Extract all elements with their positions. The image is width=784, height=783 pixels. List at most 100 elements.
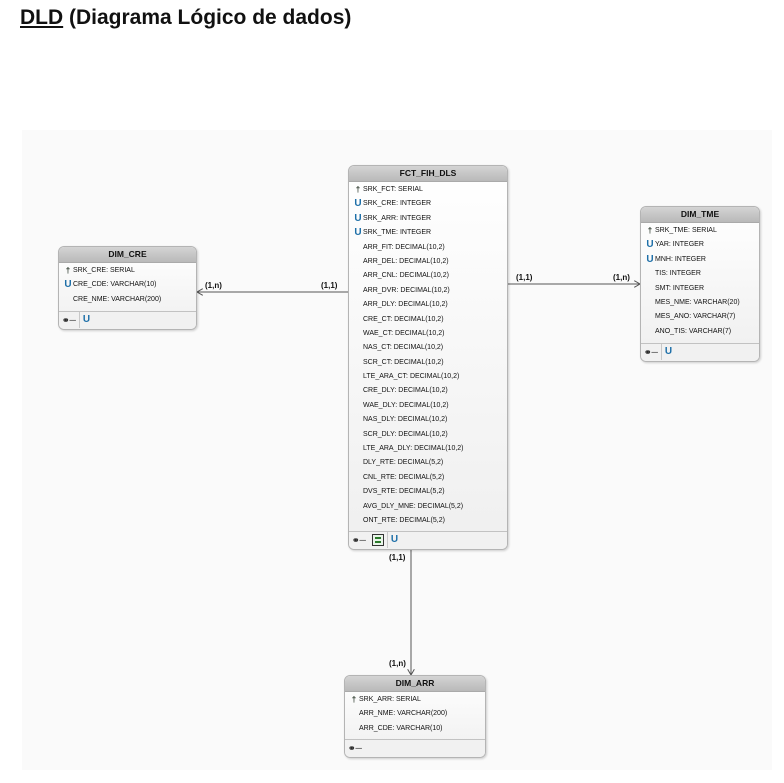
primary-key-icon: † [351, 695, 357, 704]
field-text: SRK_TME: SERIAL [655, 227, 717, 234]
field-row[interactable]: ARR_DEL: DECIMAL(10,2) [349, 255, 507, 269]
entity-dim-arr[interactable]: DIM_ARR †SRK_ARR: SERIAL ARR_NME: VARCHAR… [344, 675, 486, 758]
field-text: CRE_CT: DECIMAL(10,2) [363, 315, 444, 323]
field-row[interactable]: †SRK_FCT: SERIAL [349, 183, 507, 197]
field-row[interactable]: CRE_NME: VARCHAR(200) [59, 293, 196, 307]
field-text: SRK_CRE: SERIAL [73, 267, 135, 274]
field-text: DLY_RTE: DECIMAL(5,2) [363, 459, 444, 467]
field-row[interactable]: USRK_CRE: INTEGER [349, 197, 507, 211]
entity-name: DIM_CRE [59, 247, 196, 263]
field-row[interactable]: ARR_DLY: DECIMAL(10,2) [349, 298, 507, 312]
page-title: DLD (Diagrama Lógico de dados) [20, 6, 351, 30]
key-icon: ⚭─ [348, 743, 362, 753]
field-row[interactable]: ARR_NME: VARCHAR(200) [345, 707, 485, 721]
field-row[interactable]: ANO_TIS: VARCHAR(7) [641, 325, 759, 339]
foreign-key-icon: U [354, 198, 362, 210]
field-row[interactable]: WAE_CT: DECIMAL(10,2) [349, 327, 507, 341]
field-text: SRK_ARR: INTEGER [363, 214, 432, 222]
foreign-key-u-icon: U [660, 344, 675, 360]
entity-name: DIM_ARR [345, 676, 485, 692]
field-row[interactable]: DVS_RTE: DECIMAL(5,2) [349, 485, 507, 499]
field-row[interactable]: CRE_CT: DECIMAL(10,2) [349, 313, 507, 327]
entity-footer: ⚭─ U [349, 531, 507, 549]
field-row[interactable]: ARR_CDE: VARCHAR(10) [345, 722, 485, 736]
field-row[interactable]: UMNH: INTEGER [641, 253, 759, 267]
field-list: †SRK_ARR: SERIAL ARR_NME: VARCHAR(200) ARR… [345, 692, 485, 736]
field-row[interactable]: UCRE_CDE: VARCHAR(10) [59, 278, 196, 292]
field-row[interactable]: †SRK_ARR: SERIAL [345, 693, 485, 707]
entity-footer: ⚭─U [641, 343, 759, 361]
field-row[interactable]: MES_ANO: VARCHAR(7) [641, 310, 759, 324]
field-row[interactable]: ARR_CNL: DECIMAL(10,2) [349, 269, 507, 283]
field-text: ANO_TIS: VARCHAR(7) [655, 327, 732, 335]
field-row[interactable]: ONT_RTE: DECIMAL(5,2) [349, 514, 507, 528]
foreign-key-icon: U [646, 239, 654, 251]
field-row[interactable]: †SRK_CRE: SERIAL [59, 264, 196, 278]
field-text: YAR: INTEGER [655, 241, 704, 249]
field-text: WAE_CT: DECIMAL(10,2) [363, 329, 445, 337]
key-icon: ⚭─ [352, 535, 366, 545]
field-row[interactable]: TIS: INTEGER [641, 267, 759, 281]
index-icon [369, 532, 387, 548]
field-row[interactable]: UYAR: INTEGER [641, 238, 759, 252]
page-title-rest: (Diagrama Lógico de dados) [63, 6, 352, 29]
field-row[interactable]: NAS_DLY: DECIMAL(10,2) [349, 413, 507, 427]
field-text: MNH: INTEGER [655, 255, 706, 263]
field-row[interactable]: SCR_DLY: DECIMAL(10,2) [349, 428, 507, 442]
field-text: ARR_DEL: DECIMAL(10,2) [363, 257, 449, 265]
field-row[interactable]: SCR_CT: DECIMAL(10,2) [349, 356, 507, 370]
field-row[interactable]: CNL_RTE: DECIMAL(5,2) [349, 471, 507, 485]
field-row[interactable]: USRK_TME: INTEGER [349, 226, 507, 240]
entity-footer: ⚭─U [59, 311, 196, 329]
field-text: SMT: INTEGER [655, 284, 705, 292]
primary-key-icon: † [65, 266, 71, 275]
primary-key-icon: † [355, 185, 361, 194]
field-row[interactable]: SMT: INTEGER [641, 282, 759, 296]
field-row[interactable]: LTE_ARA_DLY: DECIMAL(10,2) [349, 442, 507, 456]
field-row[interactable]: ARR_DVR: DECIMAL(10,2) [349, 284, 507, 298]
field-row[interactable]: WAE_DLY: DECIMAL(10,2) [349, 399, 507, 413]
page-title-abbr: DLD [20, 6, 64, 29]
field-text: SCR_CT: DECIMAL(10,2) [363, 358, 444, 366]
field-text: SRK_FCT: SERIAL [363, 186, 423, 193]
field-row[interactable]: NAS_CT: DECIMAL(10,2) [349, 341, 507, 355]
field-text: CNL_RTE: DECIMAL(5,2) [363, 473, 445, 481]
foreign-key-icon: U [354, 212, 362, 224]
field-row[interactable]: ARR_FIT: DECIMAL(10,2) [349, 241, 507, 255]
field-text: CRE_NME: VARCHAR(200) [73, 295, 162, 303]
field-text: ONT_RTE: DECIMAL(5,2) [363, 516, 445, 524]
foreign-key-icon: U [354, 227, 362, 239]
key-icon: ⚭─ [644, 347, 658, 357]
field-row[interactable]: CRE_DLY: DECIMAL(10,2) [349, 384, 507, 398]
field-text: TIS: INTEGER [655, 270, 701, 278]
field-text: CRE_DLY: DECIMAL(10,2) [363, 387, 448, 395]
field-row[interactable]: †SRK_TME: SERIAL [641, 224, 759, 238]
field-row[interactable]: AVG_DLY_MNE: DECIMAL(5,2) [349, 500, 507, 514]
field-text: LTE_ARA_DLY: DECIMAL(10,2) [363, 445, 464, 453]
field-text: AVG_DLY_MNE: DECIMAL(5,2) [363, 502, 464, 510]
foreign-key-u-icon: U [386, 532, 401, 548]
field-text: ARR_DLY: DECIMAL(10,2) [363, 301, 448, 309]
field-text: ARR_DVR: DECIMAL(10,2) [363, 286, 450, 294]
field-row[interactable]: USRK_ARR: INTEGER [349, 212, 507, 226]
field-text: ARR_CNL: DECIMAL(10,2) [363, 272, 449, 280]
entity-footer: ⚭─ [345, 739, 485, 757]
field-text: SRK_TME: INTEGER [363, 229, 432, 237]
entity-name: DIM_TME [641, 207, 759, 223]
foreign-key-icon: U [64, 279, 72, 291]
field-text: SCR_DLY: DECIMAL(10,2) [363, 430, 448, 438]
field-text: ARR_CDE: VARCHAR(10) [359, 724, 443, 732]
foreign-key-icon: U [646, 253, 654, 265]
field-row[interactable]: DLY_RTE: DECIMAL(5,2) [349, 456, 507, 470]
field-row[interactable]: MES_NME: VARCHAR(20) [641, 296, 759, 310]
field-row[interactable]: LTE_ARA_CT: DECIMAL(10,2) [349, 370, 507, 384]
field-text: MES_NME: VARCHAR(20) [655, 298, 740, 306]
field-text: ARR_NME: VARCHAR(200) [359, 710, 448, 718]
